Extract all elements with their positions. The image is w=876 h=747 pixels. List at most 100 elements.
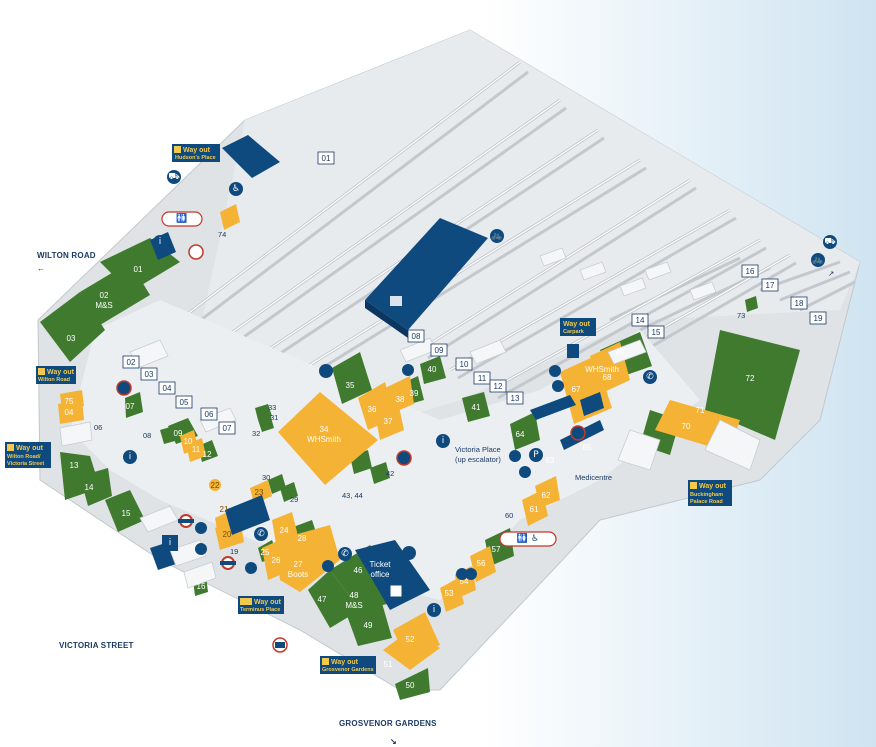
ticket-office-building — [355, 540, 430, 610]
store-label-39: 39 — [410, 389, 419, 398]
svg-text:i: i — [159, 237, 162, 247]
store-label-16: 16 — [197, 582, 206, 591]
store-label-02: 02 — [100, 291, 109, 300]
store-37 — [375, 402, 404, 440]
store-35 — [332, 352, 372, 404]
platform-19: 19 — [809, 311, 827, 325]
svg-text:14: 14 — [636, 316, 645, 325]
store-label-69: 69 — [616, 348, 625, 357]
svg-text:16: 16 — [746, 267, 755, 276]
info-icon: i — [427, 603, 441, 617]
store-label-21: 21 — [220, 505, 229, 514]
store-label-38: 38 — [396, 395, 405, 404]
wayout-hudsons-place[interactable]: Way out Hudson's Place — [172, 144, 220, 162]
store-label-62: 62 — [542, 491, 551, 500]
medicentre-label: Medicentre — [575, 473, 612, 482]
cafe-icon — [322, 560, 334, 572]
luggage-icon — [402, 546, 416, 560]
phone-icon: ✆ — [643, 370, 657, 384]
store-label-13: 13 — [70, 461, 79, 470]
taxi-icon: ⛟ — [167, 170, 181, 184]
store-label-12: 12 — [203, 450, 212, 459]
store-14 — [80, 468, 112, 506]
store-34 — [278, 392, 378, 485]
wayout-buckingham-palace-road[interactable]: Way out Buckingham Palace Road — [688, 480, 732, 506]
building-sw-70 — [617, 429, 661, 471]
store-label-10: 10 — [184, 437, 193, 446]
wayout-wilton-road[interactable]: Way out Wilton Road — [36, 366, 76, 384]
escalator-icon — [549, 365, 561, 377]
svg-text:Way out: Way out — [47, 369, 75, 376]
store-label-51: 51 — [384, 660, 393, 669]
store-72 — [705, 330, 800, 440]
info-icon: i — [153, 235, 167, 249]
store-label-61: 61 — [530, 505, 539, 514]
store-74 — [220, 204, 240, 230]
wayout-grosvenor-gardens[interactable]: Way out Grosvenor Gardens — [320, 656, 376, 674]
wayout-wilton-road-victoria-street[interactable]: Way out Wilton Road/ Victoria Street — [5, 442, 51, 468]
cafe-icon — [319, 364, 333, 378]
store-62 — [535, 476, 560, 508]
svg-text:Buckingham: Buckingham — [690, 492, 723, 498]
platform-box-f — [607, 339, 647, 365]
escalator-icon — [195, 543, 207, 555]
no-cycling-icon — [188, 244, 204, 260]
platform-16: 16 — [741, 264, 759, 278]
svg-text:✆: ✆ — [341, 549, 349, 559]
svg-text:09: 09 — [435, 346, 444, 355]
cycle-arrow-icon: ↗ — [828, 269, 834, 278]
svg-text:♿: ♿ — [232, 184, 240, 194]
svg-text:🚻 ♿: 🚻 ♿ — [517, 532, 539, 544]
wayout-carpark[interactable]: Way out Carpark — [560, 318, 596, 336]
platform-06: 06 — [200, 407, 218, 421]
escalator-icon — [195, 522, 207, 534]
accessible-icon: ♿ — [229, 182, 243, 196]
store-label-47: 47 — [318, 595, 327, 604]
store-label-20: 20 — [223, 530, 232, 539]
platform-04: 04 — [158, 381, 176, 395]
store-38 — [385, 376, 414, 414]
street-grosvenor-gardens: GROSVENOR GARDENS — [339, 719, 437, 728]
navy-block-67 — [580, 392, 604, 416]
ticket-office-label-2: office — [371, 570, 391, 579]
store-22 — [209, 479, 221, 491]
store-label-65: 65 — [583, 443, 592, 452]
platform-14: 14 — [631, 313, 649, 327]
store-03 — [40, 292, 105, 362]
svg-text:✆: ✆ — [257, 529, 265, 539]
svg-text:⛟: ⛟ — [824, 237, 835, 247]
store-11 — [186, 438, 206, 462]
store-label-24: 24 — [280, 526, 289, 535]
escalator-icon — [456, 568, 468, 580]
svg-text:Terminus Place: Terminus Place — [240, 607, 280, 613]
escalator-icon — [396, 450, 412, 466]
building-sw-72 — [704, 419, 761, 471]
svg-text:i: i — [129, 452, 132, 462]
taxi-icon: ⛟ — [823, 235, 837, 249]
svg-text:i: i — [442, 436, 445, 446]
svg-text:Palace Road: Palace Road — [690, 499, 723, 505]
wayout-terminus-place[interactable]: Way out Terminus Place — [238, 596, 284, 614]
svg-text:Way out: Way out — [183, 147, 211, 154]
store-label-72: 72 — [746, 374, 755, 383]
store-label-06: 06 — [94, 423, 102, 432]
wilton-road-arrow-icon: ← — [37, 264, 45, 273]
platform-17: 17 — [761, 278, 779, 292]
store-label-67: 67 — [572, 385, 581, 394]
store-label-70: 70 — [682, 422, 691, 431]
svg-text:04: 04 — [163, 384, 172, 393]
store-64 — [510, 412, 540, 450]
info-icon: i — [436, 434, 450, 448]
bed-icon — [465, 568, 477, 580]
store-label-75: 75 — [65, 397, 74, 406]
svg-text:Victoria Street: Victoria Street — [7, 461, 44, 467]
store-label-64: 64 — [516, 430, 525, 439]
store-32 — [258, 414, 274, 432]
store-label-11: 11 — [192, 445, 201, 454]
street-wilton-road: WILTON ROAD — [37, 251, 96, 260]
store-label-14: 14 — [85, 483, 94, 492]
store-label-68-name: WHSmith — [585, 365, 619, 374]
platform-15: 15 — [647, 325, 665, 339]
svg-text:12: 12 — [494, 382, 503, 391]
